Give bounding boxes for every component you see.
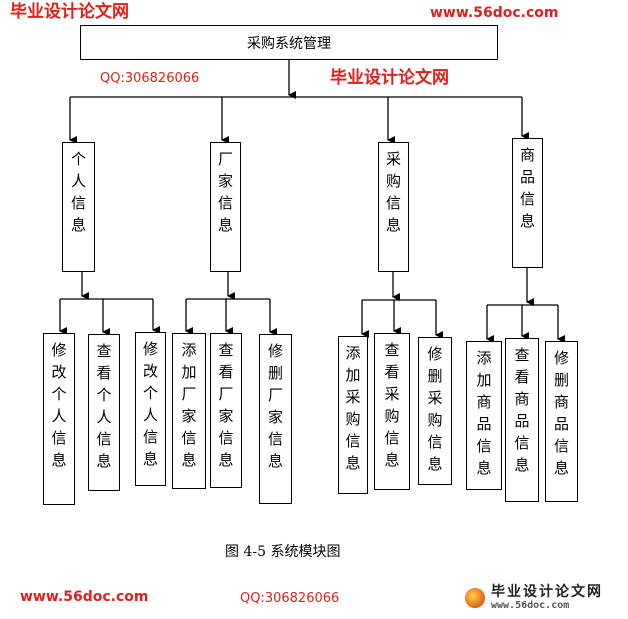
leaf-label: 查看厂家信息: [216, 342, 235, 474]
watermark-qq: QQ:306826066: [240, 591, 340, 606]
leaf-label: 查看采购信息: [382, 342, 401, 474]
leaf-label: 添加采购信息: [343, 345, 362, 477]
logo-url: www.56doc.com: [491, 600, 570, 611]
watermark-site: 毕业设计论文网: [330, 68, 449, 88]
leaf-label: 修删采购信息: [425, 346, 444, 478]
module-label: 厂家信息: [216, 151, 234, 239]
leaf-box: 查看个人信息: [88, 334, 120, 491]
leaf-box: 修删商品信息: [545, 341, 578, 502]
logo-name: 毕业设计论文网: [491, 584, 603, 600]
module-label: 商品信息: [518, 147, 536, 235]
watermark-qq: QQ:306826066: [100, 71, 200, 86]
module-label: 采购信息: [384, 151, 402, 239]
watermark-url: www.56doc.com: [430, 5, 559, 21]
leaf-box: 查看厂家信息: [210, 333, 242, 488]
module-box-purchase: 采购信息: [378, 142, 409, 272]
site-logo: 毕业设计论文网 www.56doc.com: [465, 585, 603, 611]
leaf-box: 查看采购信息: [374, 333, 410, 490]
module-label: 个人信息: [69, 151, 87, 239]
leaf-label: 查看商品信息: [512, 347, 531, 479]
logo-emblem-icon: [465, 588, 485, 608]
leaf-label: 查看个人信息: [94, 343, 113, 475]
leaf-box: 添加采购信息: [338, 336, 368, 494]
leaf-box: 添加商品信息: [466, 341, 502, 490]
watermark-url: www.56doc.com: [20, 589, 149, 605]
leaf-box: 修删厂家信息: [259, 334, 292, 504]
leaf-box: 添加厂家信息: [172, 333, 206, 489]
leaf-box: 修改个人信息: [43, 333, 75, 505]
figure-caption: 图 4-5 系统模块图: [225, 544, 341, 560]
leaf-box: 修删采购信息: [418, 337, 452, 485]
module-box-product: 商品信息: [512, 138, 543, 268]
root-label: 采购系统管理: [247, 35, 331, 52]
leaf-box: 查看商品信息: [505, 338, 539, 502]
leaf-label: 修改个人信息: [141, 341, 159, 473]
watermark-site: 毕业设计论文网: [10, 2, 129, 22]
leaf-label: 修删商品信息: [552, 350, 570, 482]
leaf-label: 修删厂家信息: [266, 343, 284, 475]
leaf-label: 修改个人信息: [49, 342, 68, 474]
module-box-vendor: 厂家信息: [210, 142, 241, 272]
leaf-label: 添加商品信息: [474, 350, 493, 482]
leaf-label: 添加厂家信息: [179, 342, 198, 474]
module-box-personal: 个人信息: [62, 142, 95, 272]
root-box: 采购系统管理: [80, 25, 498, 60]
leaf-box: 修改个人信息: [135, 332, 166, 486]
